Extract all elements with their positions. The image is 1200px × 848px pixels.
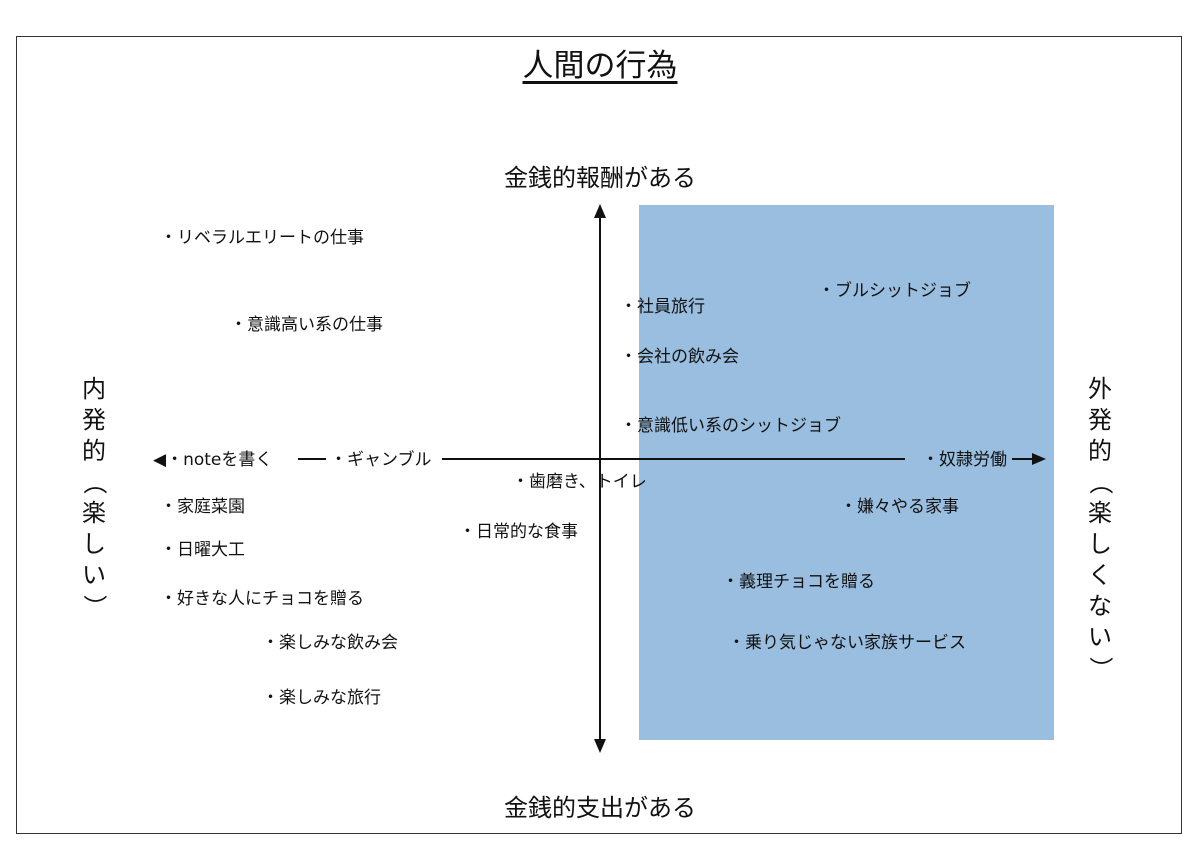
down-arrow-icon bbox=[594, 739, 606, 753]
axis-label-right: 外発的（楽しくない） bbox=[1086, 375, 1115, 681]
item-gamble: ・ギャンブル bbox=[330, 450, 432, 470]
item-ishiki-hikui-shit-job: ・意識低い系のシットジョブ bbox=[620, 416, 841, 436]
diagram-title: 人間の行為 bbox=[522, 48, 678, 84]
axis-label-left: 内発的（楽しい） bbox=[80, 375, 109, 619]
item-reluctant-chores: ・嫌々やる家事 bbox=[840, 497, 959, 517]
item-teeth-toilet: ・歯磨き、トイレ bbox=[512, 472, 647, 492]
item-bullshit-job: ・ブルシットジョブ bbox=[818, 281, 971, 301]
axis-label-top: 金銭的報酬がある bbox=[504, 164, 696, 192]
item-reluctant-family-service: ・乗り気じゃない家族サービス bbox=[728, 633, 966, 653]
item-company-drinking-party: ・会社の飲み会 bbox=[620, 347, 739, 367]
item-liberal-elite-work: ・リベラルエリートの仕事 bbox=[160, 228, 364, 248]
item-note-writing: ◀・noteを書く bbox=[153, 450, 272, 470]
extrinsic-quadrant-shading bbox=[639, 205, 1054, 740]
diagram-frame bbox=[16, 36, 1182, 834]
item-choco-for-loved-one: ・好きな人にチョコを贈る bbox=[160, 589, 364, 609]
item-daily-meal: ・日常的な食事 bbox=[459, 522, 578, 542]
item-company-trip: ・社員旅行 bbox=[620, 297, 705, 317]
left-arrow-icon: ◀ bbox=[153, 450, 167, 470]
up-arrow-icon bbox=[594, 204, 606, 218]
item-fun-trip: ・楽しみな旅行 bbox=[262, 688, 381, 708]
axis-label-bottom: 金銭的支出がある bbox=[504, 794, 696, 822]
item-note-label: ・noteを書く bbox=[166, 450, 273, 470]
item-kitchen-garden: ・家庭菜園 bbox=[160, 497, 245, 517]
item-giri-choco: ・義理チョコを贈る bbox=[722, 572, 875, 592]
item-ishiki-takai-work: ・意識高い系の仕事 bbox=[230, 315, 383, 335]
item-fun-drinking-party: ・楽しみな飲み会 bbox=[262, 633, 398, 653]
item-slave-labor: ・奴隷労働 bbox=[922, 450, 1007, 470]
right-arrow-icon bbox=[1032, 453, 1046, 465]
item-sunday-diy: ・日曜大工 bbox=[160, 540, 245, 560]
